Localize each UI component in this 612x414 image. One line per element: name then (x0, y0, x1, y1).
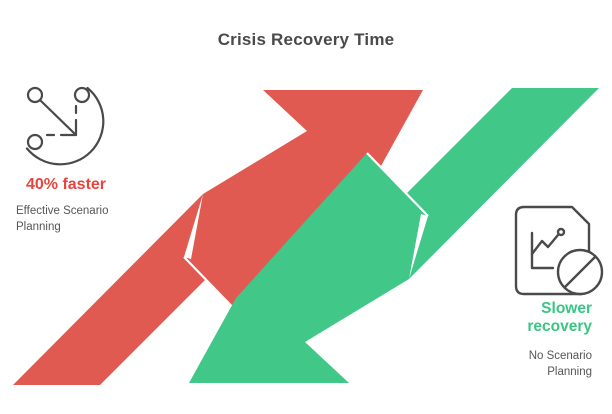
no-report-icon (514, 205, 604, 296)
arrow-shaft (39, 99, 78, 137)
green-fold-crease-line (366, 152, 429, 217)
converging-arc (25, 86, 105, 166)
left-callout: 40% faster Effective Scenario Planning (16, 176, 116, 235)
green-arrow-head-segment (189, 153, 428, 383)
arrow-corner-head (59, 118, 78, 137)
red-arrow-tail-segment (13, 194, 228, 385)
node-circle-top-right (73, 86, 91, 104)
red-up-arrow (13, 90, 423, 385)
chart-axis (530, 231, 555, 270)
node-circle-top-left (26, 86, 44, 104)
right-callout: Slower recovery No Scenario Planning (500, 300, 592, 380)
node-circle-bottom-left (26, 133, 44, 151)
chart-line (530, 233, 560, 256)
red-fold-crease (184, 194, 203, 259)
diagram-title: Crisis Recovery Time (217, 30, 395, 49)
left-callout-description: Effective Scenario Planning (16, 204, 109, 233)
right-callout-description: No Scenario Planning (528, 349, 592, 378)
red-arrow-head-segment (184, 90, 423, 320)
prohibition-slash (563, 255, 597, 289)
green-fold-crease (409, 214, 428, 279)
chart-line-node (556, 227, 566, 237)
left-callout-headline: 40% faster (25, 176, 107, 193)
converging-paths-icon (25, 86, 105, 166)
green-arrow-tail-segment (384, 88, 599, 279)
green-down-arrow (189, 88, 599, 383)
right-callout-headline: Slower recovery (527, 300, 592, 335)
